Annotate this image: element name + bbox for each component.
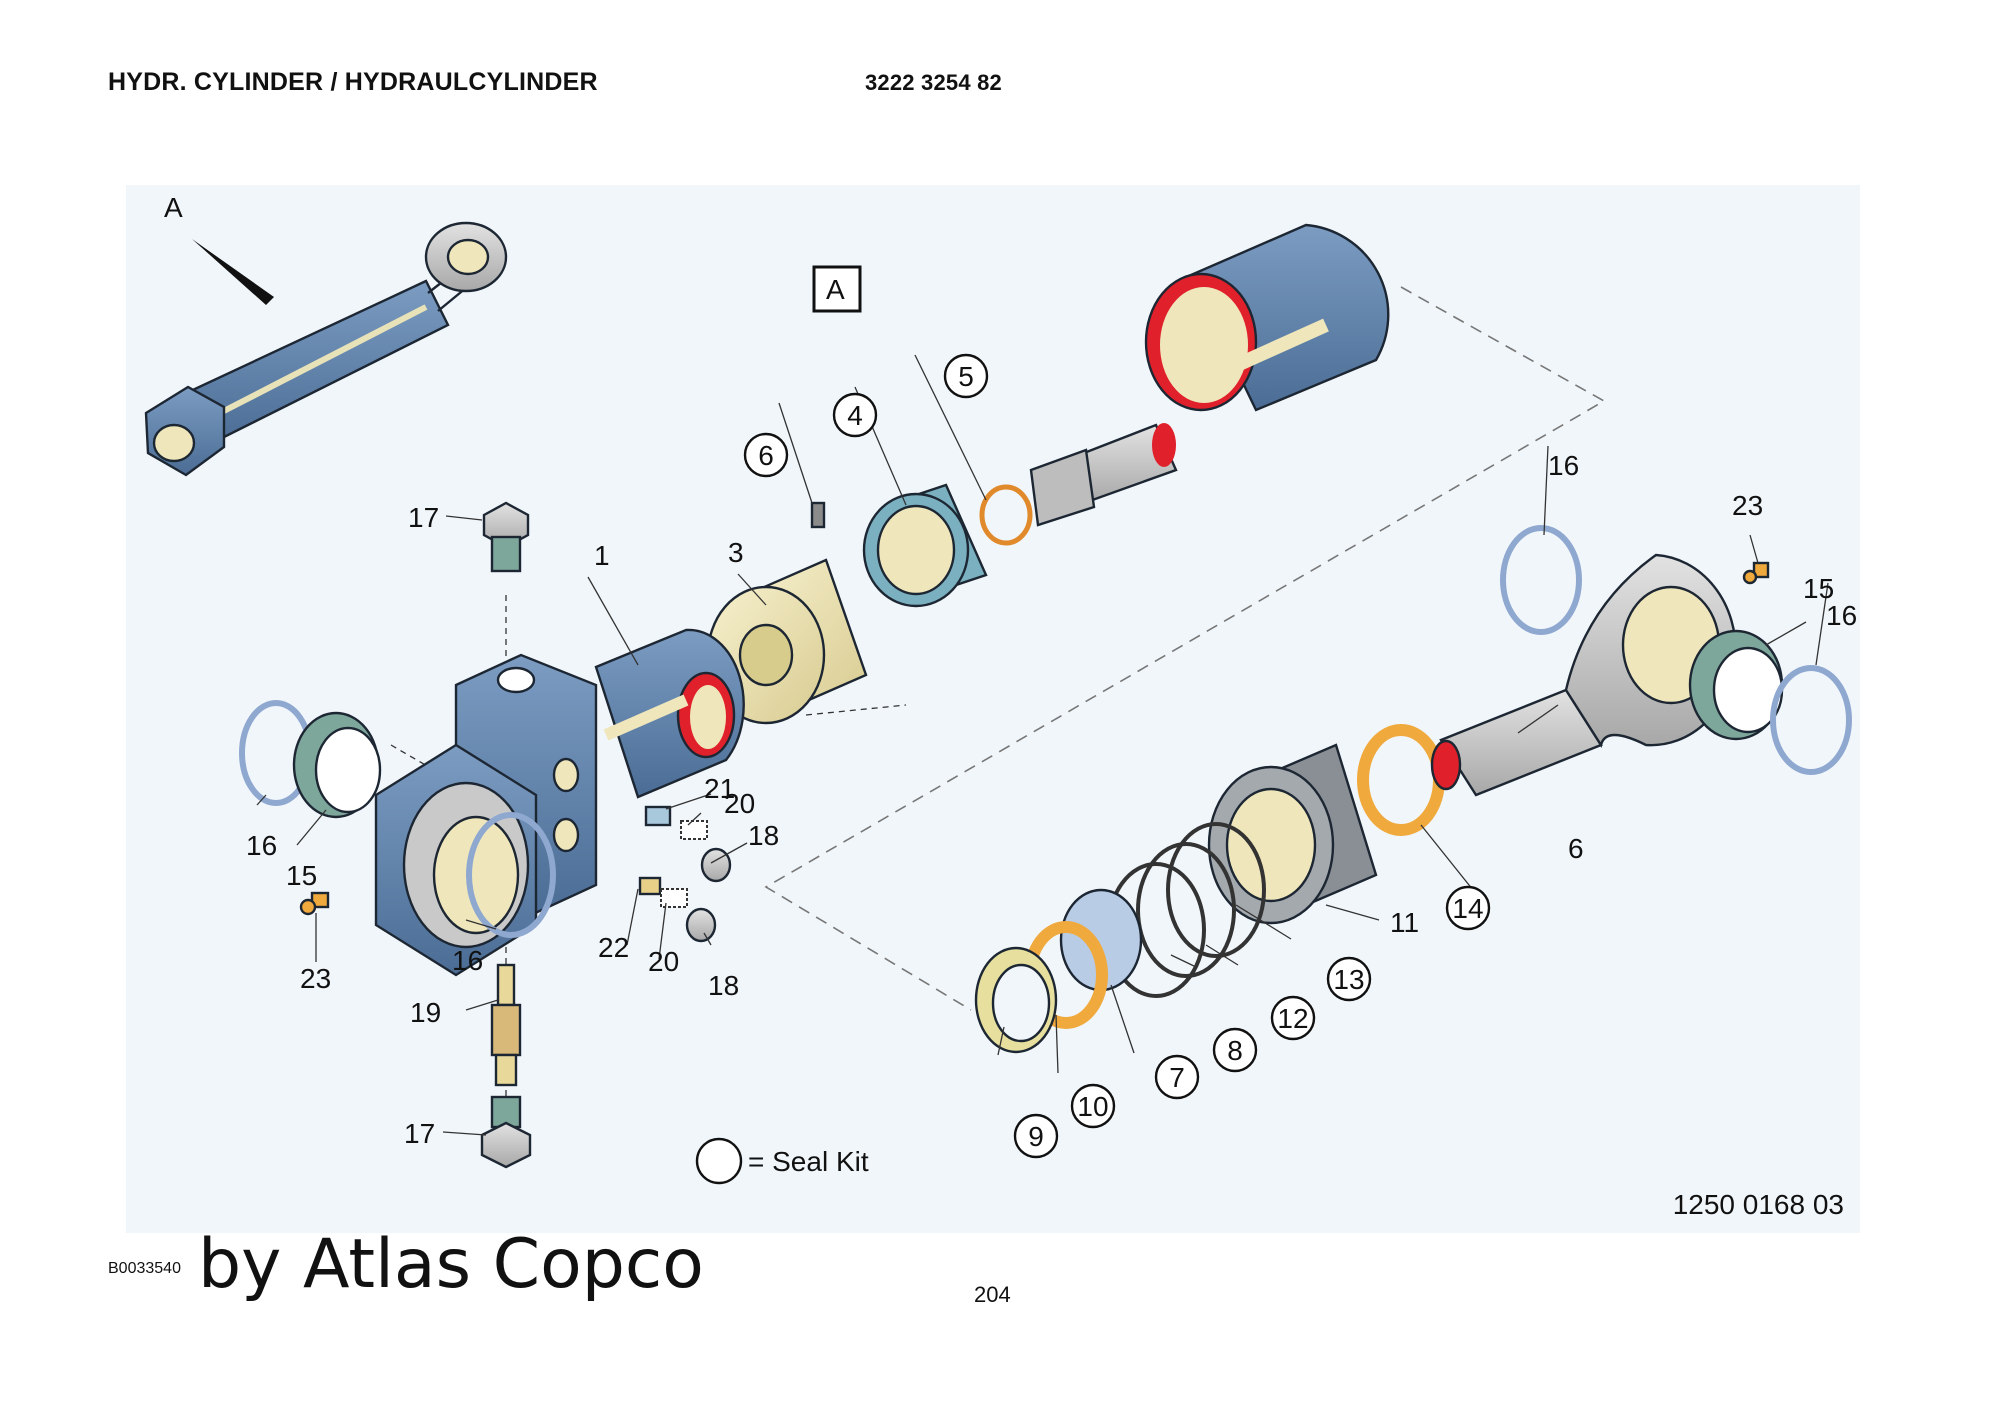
part-label-p17a: 17 <box>408 502 439 533</box>
illustration-number: 1250 0168 03 <box>1672 1189 1844 1220</box>
part-17-bolt-top <box>482 501 530 573</box>
part-label-p12: 12 <box>1277 1003 1308 1034</box>
part-label-p16b: 16 <box>452 945 483 976</box>
part-label-p23b: 23 <box>1732 490 1763 521</box>
part-label-p6b: 6 <box>1568 833 1584 864</box>
part-label-p18b: 18 <box>708 970 739 1001</box>
part-label-p3: 3 <box>728 537 744 568</box>
brand-watermark: by Atlas Copco <box>198 1225 704 1304</box>
detail-box <box>812 265 862 313</box>
part-23-nipple-right <box>1742 561 1770 585</box>
part-5-oring <box>979 484 1033 546</box>
page-number: 204 <box>974 1282 1011 1307</box>
part-18-plug-lower <box>685 907 717 943</box>
part-label-p23a: 23 <box>300 963 331 994</box>
view-a-arrow <box>192 239 274 305</box>
part-label-p20a: 20 <box>724 788 755 819</box>
part-label-p4: 4 <box>847 400 863 431</box>
part-22-fitting <box>638 876 662 896</box>
part-label-p11: 11 <box>1390 907 1419 938</box>
part-label-p20b: 20 <box>648 946 679 977</box>
exploded-view-drawing: A A <box>144 192 1857 1185</box>
part-label-p21: 21 <box>704 773 735 804</box>
part-15-bearing-left <box>292 711 382 819</box>
part-19-valve <box>490 963 522 1087</box>
part-label-p1: 1 <box>594 540 610 571</box>
leader-lines <box>256 354 1829 1136</box>
part-15-bearing-right <box>1688 629 1784 741</box>
part-label-p16a: 16 <box>246 830 277 861</box>
part-label-p6a: 6 <box>758 440 774 471</box>
part-4-seal <box>862 483 988 608</box>
part-20-spring-lower <box>660 888 688 908</box>
part-label-p15a: 15 <box>286 860 317 891</box>
part-17-bolt-bottom <box>480 1095 532 1169</box>
part-9-scraper <box>974 946 1058 1054</box>
part-14-backup-ring <box>1357 724 1445 836</box>
part-1-cylinder-head <box>374 628 745 977</box>
part-20-spring-upper <box>680 820 708 840</box>
part-label-p5: 5 <box>958 361 974 392</box>
centerline <box>805 704 907 716</box>
part-label-p17b: 17 <box>404 1118 435 1149</box>
part-label-p8: 8 <box>1227 1035 1243 1066</box>
cylinder-tube <box>1144 223 1390 412</box>
part-label-p7: 7 <box>1169 1062 1185 1093</box>
part-18-plug-upper <box>700 847 732 883</box>
part-label-p15b: 15 <box>1803 573 1834 604</box>
part-8-oring <box>1136 842 1236 978</box>
image-code: B0033540 <box>108 1260 181 1277</box>
part-13-oring <box>1166 822 1266 958</box>
detail-box-label: A <box>826 274 845 305</box>
part-label-p10: 10 <box>1077 1091 1108 1122</box>
diagram-panel: A A <box>126 185 1860 1233</box>
view-a-label: A <box>164 192 183 223</box>
seal-kit-legend: = Seal Kit <box>748 1146 869 1177</box>
part-16-circlip-right <box>1770 665 1852 775</box>
overview-cylinder <box>144 221 508 477</box>
piston-rod-end <box>1029 423 1178 527</box>
part-16-circlip-rear <box>1500 525 1582 635</box>
part-label-p9: 9 <box>1028 1121 1044 1152</box>
part-label-p16c: 16 <box>1548 450 1579 481</box>
assembly-outline <box>764 286 1606 1011</box>
part-16-circlip-front <box>466 812 556 938</box>
part-label-p16d: 16 <box>1826 600 1857 631</box>
seal-kit-markers <box>695 353 1491 1185</box>
part-11-piston-nut <box>1207 743 1378 925</box>
part-label-p18a: 18 <box>748 820 779 851</box>
part-label-p22: 22 <box>598 932 629 963</box>
part-label-p14: 14 <box>1452 893 1483 924</box>
document-number: 3222 3254 82 <box>865 70 1002 95</box>
part-label-p13: 13 <box>1333 964 1364 995</box>
part-6-setscrew <box>810 501 826 529</box>
part-label-p19: 19 <box>410 997 441 1028</box>
page-title: HYDR. CYLINDER / HYDRAULCYLINDER <box>108 68 598 96</box>
part-21-fitting <box>644 805 672 827</box>
part-23-nipple-left <box>299 891 330 916</box>
